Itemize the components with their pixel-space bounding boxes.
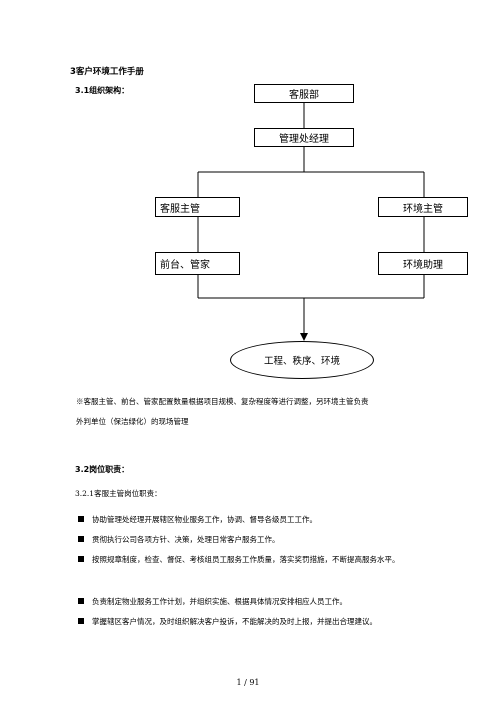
duty-list-item: 按照规章制度，检查、督促、考核组员工服务工作质量，落实奖罚措施，不断提高服务水平…	[78, 552, 418, 568]
org-node-customer-service-supervisor: 客服主管	[155, 197, 240, 217]
duty-list-item: 协助管理处经理开展辖区物业服务工作，协调、督导各级员工工作。	[78, 512, 418, 528]
duties-heading: 3.2岗位职责：	[75, 465, 130, 474]
org-node-environment-supervisor: 环境主管	[378, 197, 468, 217]
org-structure-heading: 3.1组织架构：	[75, 86, 130, 95]
bullet-square-icon	[78, 618, 84, 624]
duty-list-item: 掌握辖区客户情况，及时组织解决客户投诉，不能解决的及时上报，并提出合理建议。	[78, 614, 418, 630]
org-node-customer-service-dept: 客服部	[254, 84, 354, 103]
bullet-square-icon	[78, 536, 84, 542]
duty-list-item: 贯彻执行公司各项方针、决策，处理日常客户服务工作。	[78, 532, 418, 548]
bullet-square-icon	[78, 598, 84, 604]
org-node-engineering-security-environment: 工程、秩序、环境	[230, 341, 374, 379]
org-node-environment-assistant: 环境助理	[378, 252, 468, 275]
duty-list-item: 负责制定物业服务工作计划，并组织实施、根据具体情况安排相应人员工作。	[78, 594, 418, 610]
org-node-office-manager: 管理处经理	[254, 128, 354, 147]
org-node-front-desk-butler: 前台、管家	[155, 252, 240, 275]
bullet-square-icon	[78, 556, 84, 562]
page-number: 1 / 91	[236, 678, 260, 687]
staffing-note-line1: ※客服主管、前台、管家配置数量根据项目规模、复杂程度等进行调整，另环境主管负责	[76, 397, 369, 406]
document-heading: 3客户环境工作手册	[70, 67, 144, 77]
duties-subheading: 3.2.1客服主管岗位职责：	[75, 489, 162, 498]
bullet-square-icon	[78, 516, 84, 522]
staffing-note-line2: 外判单位（保洁绿化）的现场管理	[76, 417, 189, 426]
